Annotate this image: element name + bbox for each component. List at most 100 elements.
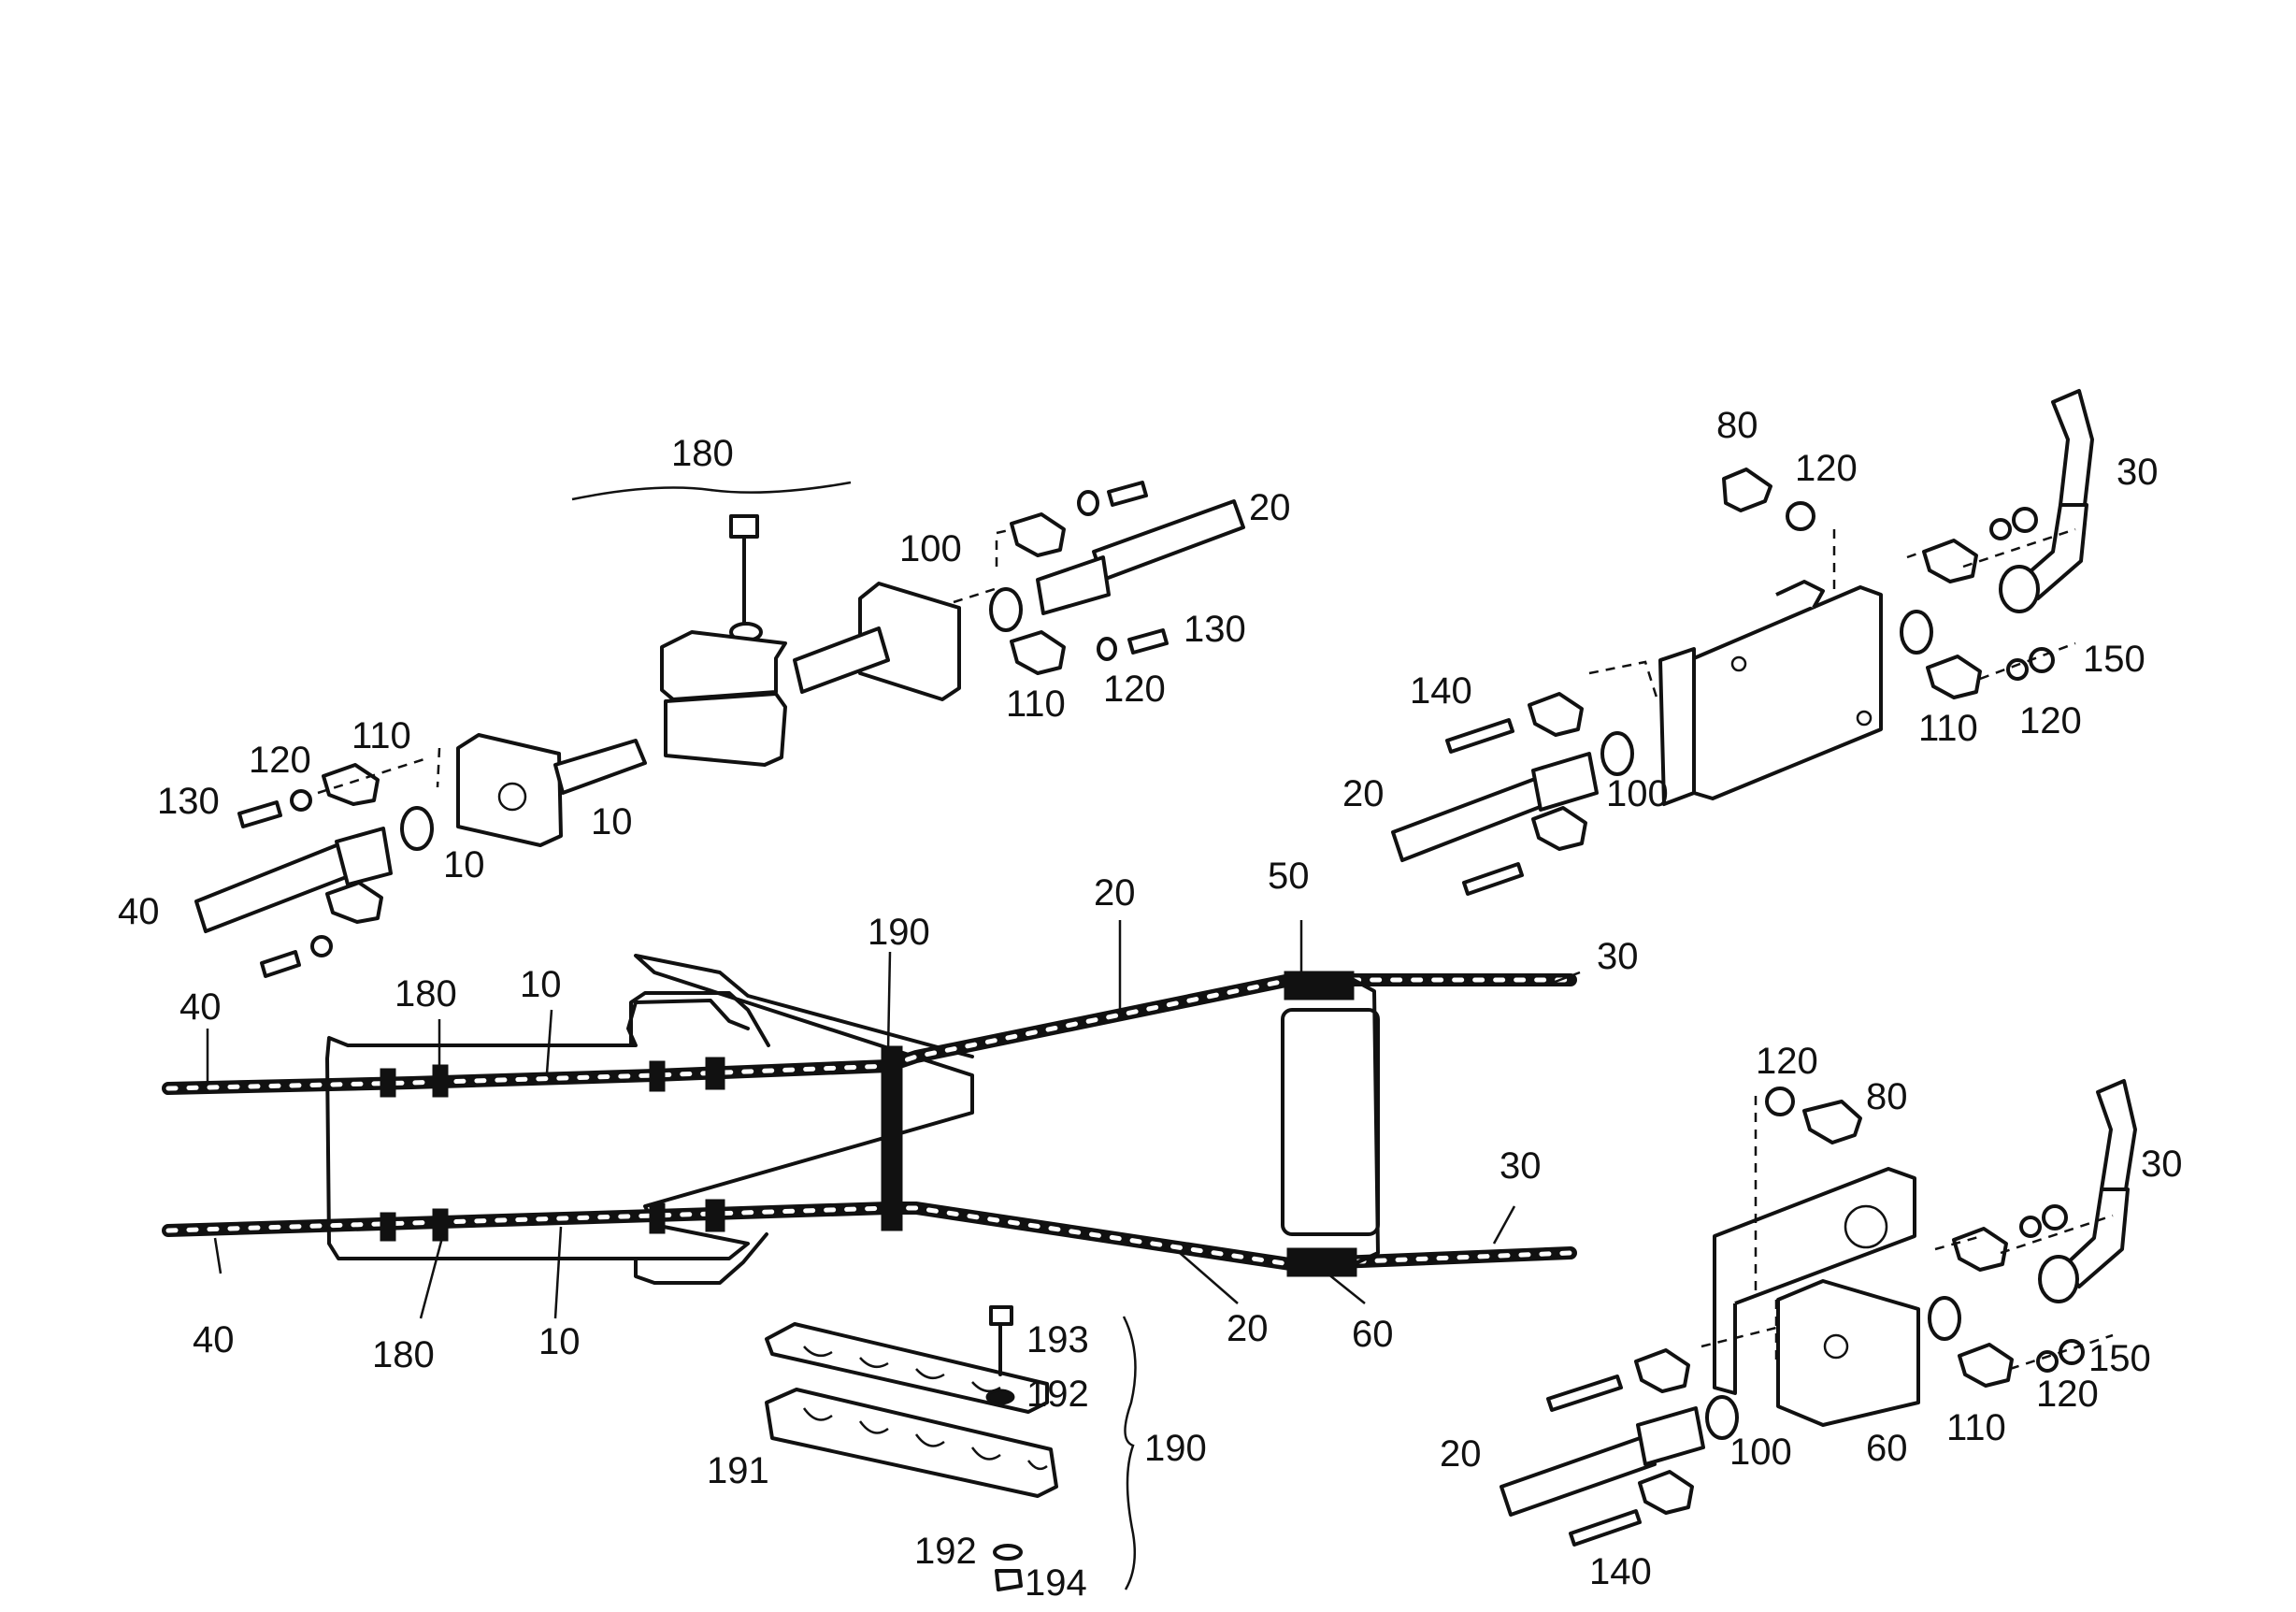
label-110-d: 110 bbox=[1946, 1407, 2006, 1448]
label-60-b: 60 bbox=[1866, 1428, 1908, 1469]
clamp-block-lower bbox=[664, 692, 787, 767]
label-20-a: 20 bbox=[1249, 487, 1291, 528]
label-150-a: 150 bbox=[2083, 639, 2145, 680]
label-40-b: 40 bbox=[179, 986, 222, 1028]
hose-20-upper bbox=[1092, 499, 1245, 582]
chassis-frame-assembly bbox=[162, 920, 1581, 1319]
o-ring-upper-right bbox=[1900, 610, 1933, 655]
clamp-190-detail bbox=[765, 1305, 1137, 1591]
flange-bore bbox=[497, 782, 527, 812]
bolt-193-head bbox=[989, 1305, 1013, 1326]
elbow-fitting-30-lower bbox=[2062, 1187, 2130, 1288]
bolt-right-upper-lower bbox=[1462, 862, 1524, 896]
lower-right-exploded-view bbox=[1500, 1079, 2137, 1547]
split-flange-lower-bottom bbox=[1638, 1470, 1694, 1515]
split-flange-right-upper-top bbox=[1528, 692, 1584, 737]
label-100-b: 100 bbox=[1606, 773, 1669, 814]
split-flange-110-upper-right-bottom bbox=[1926, 655, 1982, 699]
plate-hole-1 bbox=[1730, 655, 1747, 672]
label-100-a: 100 bbox=[899, 528, 962, 569]
bolt-lower-upper bbox=[1546, 1375, 1623, 1412]
upper-right-dashed-guides bbox=[1588, 527, 2076, 704]
split-flange-lower-top bbox=[1634, 1348, 1690, 1393]
split-flange-110-upper-right-top bbox=[1922, 539, 1978, 583]
label-30-d: 30 bbox=[2141, 1144, 2183, 1185]
split-flange-110-top-left bbox=[322, 763, 380, 806]
washer-120-left-bottom bbox=[310, 935, 333, 957]
washer-120-upper-right-b bbox=[2006, 658, 2029, 681]
o-ring-100-right-upper bbox=[1600, 731, 1634, 776]
label-140-b: 140 bbox=[1589, 1551, 1652, 1592]
screw-130-upper-2 bbox=[1127, 628, 1169, 655]
split-flange-110-bottom-left bbox=[325, 881, 383, 924]
label-130-a: 130 bbox=[1184, 609, 1246, 650]
plate-boss-lower bbox=[1844, 1204, 1888, 1249]
clamp-190-bar bbox=[881, 1045, 903, 1231]
label-130-b: 130 bbox=[157, 781, 220, 822]
split-flange-110-lower-right-bottom bbox=[1958, 1343, 2014, 1388]
upper-right-exploded-view bbox=[1391, 389, 2094, 896]
label-190-b: 190 bbox=[1144, 1428, 1207, 1469]
mount-plate-lower-body bbox=[1713, 1236, 1737, 1395]
fitting-flange-30-lower bbox=[2038, 1255, 2079, 1303]
label-10-d: 10 bbox=[538, 1321, 581, 1362]
clamp-block-upper bbox=[660, 630, 787, 701]
part-number-labels: 180 100 20 130 110 120 120 110 130 10 10… bbox=[118, 405, 2183, 1604]
label-120-c: 120 bbox=[1795, 448, 1858, 489]
hose-30-lower bbox=[2096, 1079, 2137, 1191]
label-110-b: 110 bbox=[352, 715, 411, 756]
split-flange-110-lower-right-top bbox=[1952, 1227, 2008, 1272]
washer-120-lower bbox=[1765, 1087, 1795, 1116]
label-80-b: 80 bbox=[1866, 1076, 1908, 1117]
split-flange-bottom-upper bbox=[1010, 630, 1066, 675]
brace-190-detail bbox=[1122, 1316, 1137, 1590]
bolt-140-right-upper bbox=[1445, 718, 1514, 754]
mount-plate-upper bbox=[1692, 585, 1883, 800]
hose-fitting-20-right-upper bbox=[1531, 752, 1599, 812]
brace-180-top bbox=[571, 481, 852, 501]
tube-10-left bbox=[553, 739, 647, 795]
hose-fitting-40 bbox=[335, 827, 393, 886]
upper-left-dashed-guides bbox=[317, 527, 1014, 795]
label-194: 194 bbox=[1025, 1562, 1087, 1604]
screw-upper-1 bbox=[1107, 481, 1148, 507]
label-110-c: 110 bbox=[1918, 708, 1978, 749]
tube-10-right bbox=[793, 626, 890, 694]
clamp-190-top-bar bbox=[765, 1322, 1049, 1414]
label-192-b: 192 bbox=[914, 1531, 977, 1572]
upper-left-exploded-view bbox=[194, 481, 1245, 978]
hose-20-lower bbox=[1500, 1434, 1657, 1517]
label-100-c: 100 bbox=[1729, 1432, 1792, 1473]
roller-body bbox=[1281, 1008, 1380, 1236]
label-40-c: 40 bbox=[193, 1319, 235, 1360]
hose-fitting-20-lower bbox=[1636, 1406, 1705, 1466]
hose-fitting-20-upper bbox=[1036, 555, 1111, 615]
hose-30-upper bbox=[2051, 389, 2094, 507]
o-ring-100-lower bbox=[1705, 1395, 1739, 1440]
washer-lower-right-a bbox=[2019, 1216, 2042, 1238]
hose-20-right-upper bbox=[1391, 774, 1554, 862]
upper-bracket-outline bbox=[629, 991, 770, 1047]
split-flange-top-upper bbox=[1010, 512, 1066, 557]
label-120-e: 120 bbox=[1756, 1041, 1818, 1082]
label-30-a: 30 bbox=[2117, 452, 2159, 493]
nut-194 bbox=[995, 1569, 1023, 1591]
roller-bottom-clamp bbox=[1286, 1247, 1357, 1277]
plate-hole-2 bbox=[1856, 710, 1873, 727]
washer-upper-right-a bbox=[1989, 518, 2012, 540]
bolt-80-lower bbox=[1802, 1100, 1862, 1144]
label-40-a: 40 bbox=[118, 891, 160, 932]
main-leader-lines bbox=[206, 920, 1581, 1319]
adapter-block-60 bbox=[1776, 1279, 1920, 1427]
label-20-e: 20 bbox=[1440, 1433, 1482, 1475]
roller-top-clamp bbox=[1284, 971, 1355, 1000]
mount-bracket-upper bbox=[1658, 647, 1696, 806]
clamp-bolt-head bbox=[729, 514, 759, 539]
washer-120-left-top bbox=[290, 789, 312, 812]
label-120-a: 120 bbox=[1103, 669, 1166, 710]
label-20-c: 20 bbox=[1094, 872, 1136, 914]
label-10-b: 10 bbox=[443, 844, 485, 885]
label-30-b: 30 bbox=[1597, 936, 1639, 977]
clamp-191-saddles bbox=[802, 1407, 1048, 1471]
screw-130-left-top bbox=[237, 800, 282, 828]
